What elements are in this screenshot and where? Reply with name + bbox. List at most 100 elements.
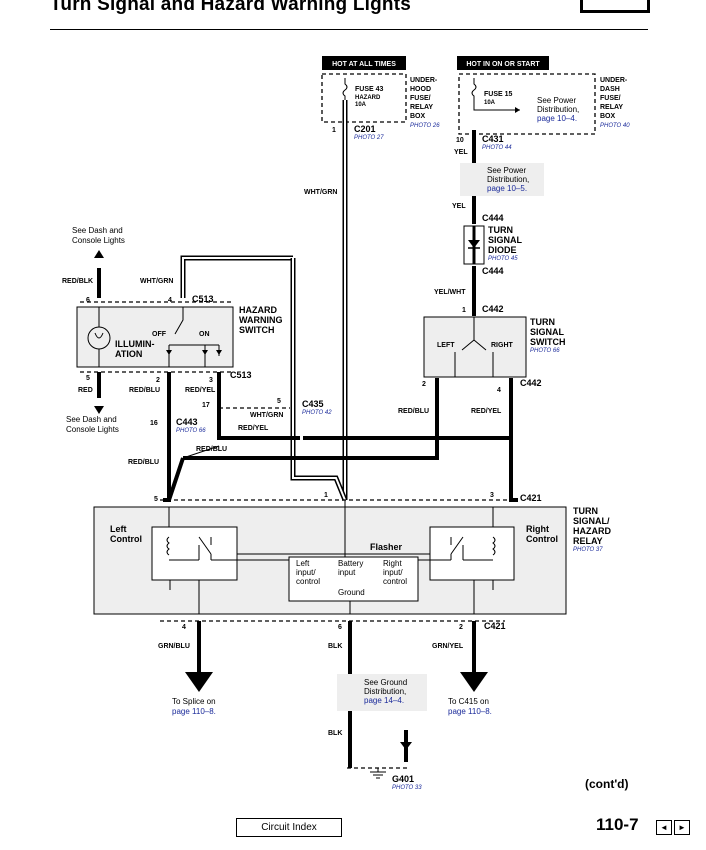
diode-label-3: DIODE <box>488 245 517 255</box>
wire-wht-grn-1: WHT/GRN <box>304 189 337 196</box>
c415-arrow <box>460 672 488 692</box>
underhood-line3: FUSE/ <box>410 95 431 102</box>
underdash-line5: BOX <box>600 113 616 120</box>
underdash-line1: UNDER- <box>600 77 628 84</box>
wire-blk-2: BLK <box>328 730 342 737</box>
hazard-switch-contact <box>174 307 184 335</box>
underhood-line5: BOX <box>410 113 426 120</box>
next-page-button[interactable]: ► <box>674 820 690 835</box>
wire-red-blu-4: RED/BLU <box>128 459 159 466</box>
fuse43-symbol <box>342 78 348 100</box>
right-input-3: control <box>383 577 407 586</box>
hazard-label-3: SWITCH <box>239 325 275 335</box>
wire-red-blk: RED/BLK <box>62 278 93 285</box>
underhood-line2: HOOD <box>410 86 431 93</box>
ground-dist-note-bg <box>337 674 427 711</box>
wire-grn-yel: GRN/YEL <box>432 643 464 650</box>
wire-yel-1: YEL <box>454 149 468 156</box>
c442-top-label: C442 <box>482 304 504 314</box>
ground-symbol-icon <box>370 768 386 779</box>
g401-label: G401 <box>392 774 414 784</box>
c513-pin3: 3 <box>209 377 213 384</box>
c513-pin4: 4 <box>168 297 172 304</box>
diode-symbol <box>468 240 480 248</box>
fuse15-name: FUSE 15 <box>484 91 513 98</box>
corner-tab <box>580 0 650 13</box>
c442-pin2: 2 <box>422 381 426 388</box>
c201-label: C201 <box>354 124 376 134</box>
page-number: 110-7 <box>596 815 639 834</box>
hazard-on-label: ON <box>199 331 210 338</box>
title-rule <box>50 29 648 30</box>
diode-label-1: TURN <box>488 225 513 235</box>
underdash-line3: FUSE/ <box>600 95 621 102</box>
wire-red-yel-2: RED/YEL <box>185 387 216 394</box>
c421-pin6: 6 <box>338 624 342 631</box>
wire-yel-2: YEL <box>452 203 466 210</box>
fuse15-see-3: page 10–4. <box>537 114 577 123</box>
underhood-line1: UNDER- <box>410 77 438 84</box>
prev-page-button[interactable]: ◄ <box>656 820 672 835</box>
battery-input-1: Battery <box>338 559 363 568</box>
flasher-ground-label: Ground <box>338 588 365 597</box>
turn-switch-label-2: SIGNAL <box>530 327 565 337</box>
c435-photo: PHOTO 42 <box>302 410 332 416</box>
left-control-box <box>151 526 238 581</box>
dash-note-top-2: Console Lights <box>72 236 125 245</box>
hot-in-on-header <box>457 56 549 70</box>
c513-top-label: C513 <box>192 294 214 304</box>
c431-label: C431 <box>482 134 504 144</box>
right-input-1: Right <box>383 559 402 568</box>
wire-grn-blu: GRN/BLU <box>158 643 190 650</box>
wire-red: RED <box>78 387 93 394</box>
c443-pin16: 16 <box>150 420 158 427</box>
fuse15-symbol <box>471 78 520 111</box>
c444-bot-label: C444 <box>482 266 504 276</box>
wire-yel-wht: YEL/WHT <box>434 289 466 296</box>
diode-label-2: SIGNAL <box>488 235 523 245</box>
c421-bot-label: C421 <box>484 621 506 631</box>
c443-label: C443 <box>176 417 198 427</box>
flasher-box <box>288 556 419 602</box>
splice-note-2: page 110–8. <box>172 707 216 716</box>
relay-label-4: RELAY <box>573 536 603 546</box>
c443-pin17: 17 <box>202 402 210 409</box>
c442-pin4: 4 <box>497 387 501 394</box>
left-control-label-2: Control <box>110 534 142 544</box>
continued-label: (cont'd) <box>585 777 629 791</box>
underdash-line2: DASH <box>600 86 620 93</box>
dash-note-bot-1: See Dash and <box>66 415 117 424</box>
fuse43-sub: HAZARD <box>355 95 381 101</box>
power-dist-note-3: page 10–5. <box>487 184 527 193</box>
hazard-label-1: HAZARD <box>239 305 277 315</box>
hot-at-all-times-label: HOT AT ALL TIMES <box>332 61 396 68</box>
relay-label-3: HAZARD <box>573 526 611 536</box>
page-title: Turn Signal and Hazard Warning Lights <box>50 0 412 15</box>
wire-red-yel-1: RED/YEL <box>471 408 502 415</box>
circuit-index-button[interactable]: Circuit Index <box>236 818 342 837</box>
relay-label-1: TURN <box>573 506 598 516</box>
turn-signal-switch-box <box>423 316 527 378</box>
dash-note-bot-2: Console Lights <box>66 425 119 434</box>
underdash-photo: PHOTO 40 <box>600 123 630 129</box>
c513-pin6: 6 <box>86 297 90 304</box>
turn-switch-right: RIGHT <box>491 342 514 349</box>
turn-switch-left: LEFT <box>437 342 455 349</box>
fuse15-amp: 10A <box>484 100 496 106</box>
illumination-label-2: ATION <box>115 349 142 359</box>
power-dist-note-1: See Power <box>487 166 526 175</box>
wire-wht-grn-2: WHT/GRN <box>140 278 173 285</box>
c442-top-pin: 1 <box>462 307 466 314</box>
dash-note-top-1: See Dash and <box>72 226 123 235</box>
relay-label-2: SIGNAL/ <box>573 516 610 526</box>
relay-photo: PHOTO 37 <box>573 547 603 553</box>
c201-photo: PHOTO 27 <box>354 135 384 141</box>
c431-pin: 10 <box>456 137 464 144</box>
wire-red-blu-3: RED/BLU <box>196 446 227 453</box>
turn-switch-label-1: TURN <box>530 317 555 327</box>
turn-switch-label-3: SWITCH <box>530 337 566 347</box>
diode-photo: PHOTO 45 <box>488 256 518 262</box>
fuse15-see-1: See Power <box>537 96 576 105</box>
g401-photo: PHOTO 33 <box>392 785 422 791</box>
